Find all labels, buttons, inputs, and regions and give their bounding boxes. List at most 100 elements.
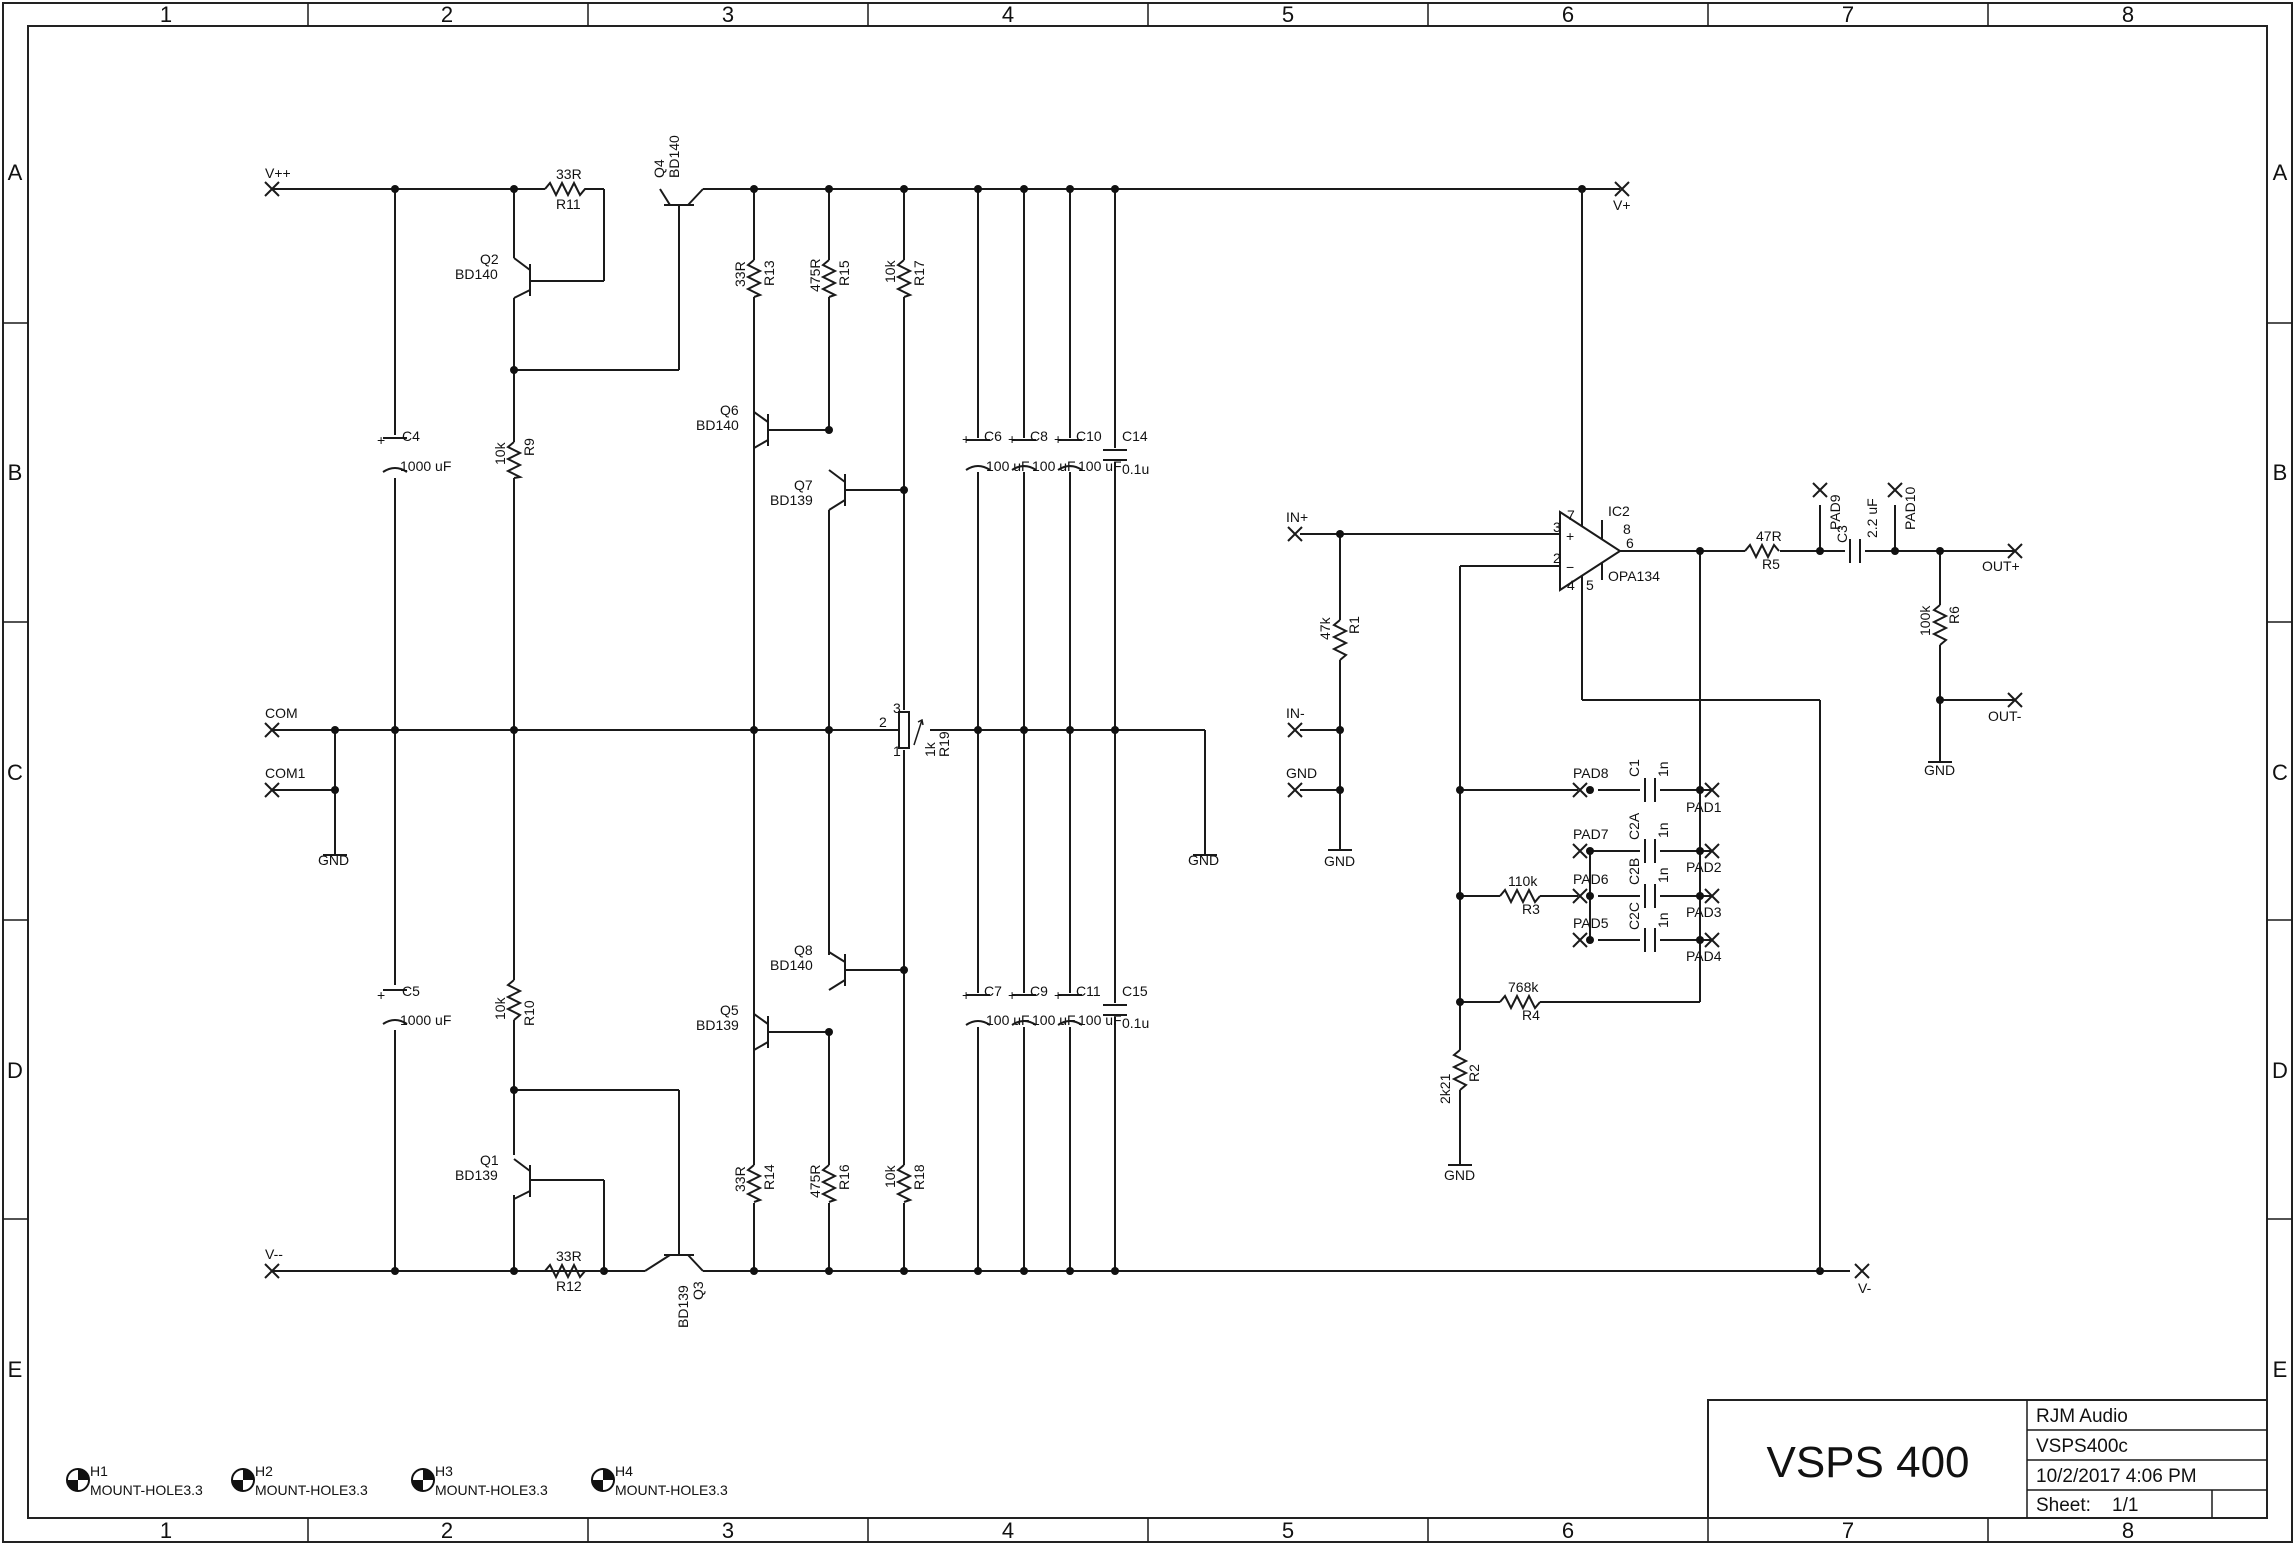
ground-label: GND <box>1188 852 1219 868</box>
svg-text:C2A: C2A <box>1626 812 1642 840</box>
capacitor-c1: C1 1n <box>1626 759 1671 802</box>
svg-text:Q7: Q7 <box>794 477 813 493</box>
resistor-r16: 475R R16 <box>807 1164 852 1203</box>
column-label-top: 1 <box>160 2 172 27</box>
signal-connectors <box>1287 526 2023 798</box>
column-label-bottom: 4 <box>1002 1518 1014 1543</box>
svg-text:33R: 33R <box>732 261 748 287</box>
resistor-r5: 47R R5 <box>1744 528 1782 572</box>
svg-text:BD140: BD140 <box>770 957 813 973</box>
svg-text:+: + <box>1008 431 1016 447</box>
svg-text:C2C: C2C <box>1626 902 1642 930</box>
svg-text:GND: GND <box>1324 853 1355 869</box>
svg-text:OPA134: OPA134 <box>1608 568 1660 584</box>
svg-text:0.1u: 0.1u <box>1122 461 1149 477</box>
amplifier-wiring <box>1300 189 2015 1271</box>
svg-text:C2B: C2B <box>1626 858 1642 885</box>
svg-text:H4: H4 <box>615 1463 633 1479</box>
pad-label: PAD10 <box>1902 486 1918 530</box>
svg-text:MOUNT-HOLE3.3: MOUNT-HOLE3.3 <box>435 1482 548 1498</box>
svg-text:2: 2 <box>879 714 887 730</box>
svg-text:3: 3 <box>893 700 901 716</box>
svg-text:H1: H1 <box>90 1463 108 1479</box>
svg-text:100 uF: 100 uF <box>1078 458 1122 474</box>
capacitor-c6: + C6 100 uF <box>962 428 1030 474</box>
net-label-com1: COM1 <box>265 765 306 781</box>
ground-symbol: GND <box>1188 852 1219 868</box>
sheet-number: 1/1 <box>2112 1495 2138 1516</box>
svg-text:R13: R13 <box>761 260 777 286</box>
svg-text:R17: R17 <box>911 260 927 286</box>
drawing-date: 10/2/2017 4:06 PM <box>2036 1466 2197 1487</box>
svg-text:MOUNT-HOLE3.3: MOUNT-HOLE3.3 <box>615 1482 728 1498</box>
mount-hole-h4: H4 MOUNT-HOLE3.3 <box>591 1463 728 1498</box>
svg-text:47k: 47k <box>1317 616 1333 640</box>
svg-text:BD140: BD140 <box>696 417 739 433</box>
column-label-top: 4 <box>1002 2 1014 27</box>
capacitor-c9: + C9 100 uF <box>1008 983 1076 1028</box>
row-label-left: C <box>7 760 23 785</box>
row-label-right: E <box>2273 1357 2288 1382</box>
capacitor-c15: C15 0.1u <box>1103 983 1149 1031</box>
svg-text:BD139: BD139 <box>675 1285 691 1328</box>
svg-text:H3: H3 <box>435 1463 453 1479</box>
resistor-r4: 768k R4 <box>1499 979 1541 1023</box>
column-label-bottom: 2 <box>441 1518 453 1543</box>
pad-label: PAD1 <box>1686 799 1722 815</box>
svg-text:MOUNT-HOLE3.3: MOUNT-HOLE3.3 <box>90 1482 203 1498</box>
capacitor-c2a: C2A 1n <box>1626 812 1671 863</box>
svg-text:C5: C5 <box>402 983 420 999</box>
column-label-top: 3 <box>722 2 734 27</box>
svg-text:+: + <box>377 987 385 1003</box>
svg-text:2k21: 2k21 <box>1437 1073 1453 1104</box>
svg-text:Q4: Q4 <box>651 159 667 178</box>
mount-hole-h2: H2 MOUNT-HOLE3.3 <box>231 1463 368 1498</box>
pad-label: PAD8 <box>1573 765 1609 781</box>
svg-text:R4: R4 <box>1522 1007 1540 1023</box>
resistor-r15: 475R R15 <box>807 259 852 298</box>
svg-text:R5: R5 <box>1762 556 1780 572</box>
resistor-r14: 33R R14 <box>732 1164 777 1203</box>
supply-wiring <box>272 188 1850 1272</box>
svg-text:100 uF: 100 uF <box>986 1012 1030 1028</box>
net-label-out-minus: OUT- <box>1988 708 2022 724</box>
svg-text:47R: 47R <box>1756 528 1782 544</box>
resistor-r18: 10k R18 <box>882 1164 927 1203</box>
ground-symbol: GND <box>318 852 349 868</box>
svg-text:BD140: BD140 <box>455 266 498 282</box>
pad-label: PAD3 <box>1686 904 1722 920</box>
net-label-vmm: V-- <box>265 1246 283 1262</box>
resistor-r6: 100k R6 <box>1917 604 1962 646</box>
column-label-top: 6 <box>1562 2 1574 27</box>
svg-text:R10: R10 <box>521 1000 537 1026</box>
svg-text:Q1: Q1 <box>480 1152 499 1168</box>
svg-text:Q6: Q6 <box>720 402 739 418</box>
svg-text:+: + <box>962 987 970 1003</box>
pad-label: PAD7 <box>1573 826 1609 842</box>
column-label-bottom: 6 <box>1562 1518 1574 1543</box>
svg-text:0.1u: 0.1u <box>1122 1015 1149 1031</box>
svg-text:1n: 1n <box>1655 867 1671 883</box>
svg-text:1k: 1k <box>922 741 938 757</box>
mount-hole-h1: H1 MOUNT-HOLE3.3 <box>66 1463 203 1498</box>
row-label-left: A <box>8 160 23 185</box>
svg-text:BD139: BD139 <box>770 492 813 508</box>
svg-text:100 uF: 100 uF <box>986 458 1030 474</box>
svg-text:1n: 1n <box>1655 761 1671 777</box>
sheet-label: Sheet: <box>2036 1495 2091 1516</box>
mount-hole-h3: H3 MOUNT-HOLE3.3 <box>411 1463 548 1498</box>
svg-text:R18: R18 <box>911 1164 927 1190</box>
capacitor-c2b: C2B 1n <box>1626 858 1671 908</box>
net-label-vpp: V++ <box>265 165 291 181</box>
column-label-bottom: 1 <box>160 1518 172 1543</box>
ground-label: GND <box>318 852 349 868</box>
ground-symbol: GND <box>1324 849 1355 869</box>
pad-label: PAD6 <box>1573 871 1609 887</box>
svg-text:BD140: BD140 <box>666 135 682 178</box>
svg-text:R16: R16 <box>836 1164 852 1190</box>
net-label-vminus: V- <box>1858 1280 1872 1296</box>
transistor-q5: Q5 BD139 <box>696 1002 781 1051</box>
svg-text:475R: 475R <box>807 1165 823 1198</box>
svg-text:3: 3 <box>1553 519 1561 535</box>
